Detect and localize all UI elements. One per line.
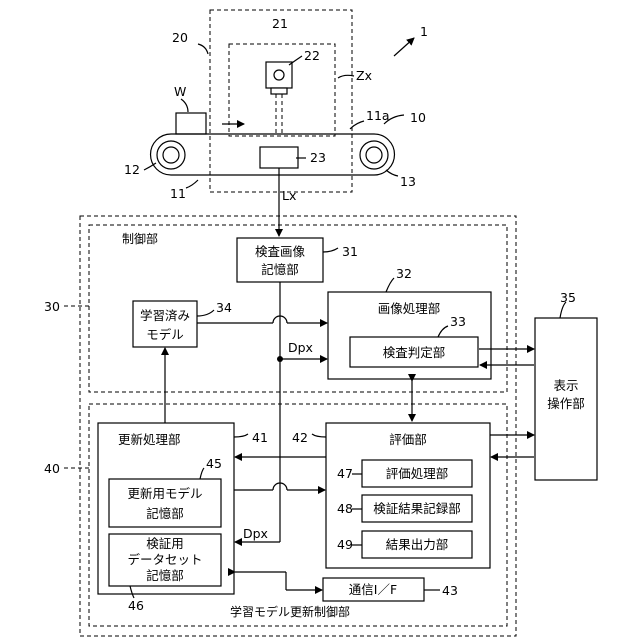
ref-23: 23 xyxy=(310,150,326,165)
label-w: W xyxy=(174,84,186,99)
update-processing-label: 更新処理部 xyxy=(118,432,181,447)
ref-40: 40 xyxy=(44,461,60,476)
workpiece xyxy=(176,113,206,134)
inspection-image-storage-line2: 記憶部 xyxy=(261,262,299,277)
ref-42: 42 xyxy=(292,430,308,445)
ref-43: 43 xyxy=(442,583,458,598)
update-model-storage-line1: 更新用モデル xyxy=(127,486,202,501)
ref-32: 32 xyxy=(396,266,412,281)
label-dpx-bottom: Dpx xyxy=(243,526,268,541)
communication-interface-label: 通信I／F xyxy=(349,582,397,597)
update-model-storage-line2: 記憶部 xyxy=(146,506,184,521)
ref-22: 22 xyxy=(304,48,320,63)
verification-result-record-label: 検証結果記録部 xyxy=(373,501,461,516)
ref-34: 34 xyxy=(216,300,232,315)
ref-41: 41 xyxy=(252,430,268,445)
ref-20: 20 xyxy=(172,30,188,45)
image-processing-label: 画像処理部 xyxy=(378,301,441,316)
ref-10: 10 xyxy=(410,110,426,125)
control-unit-label: 制御部 xyxy=(122,231,158,246)
learned-model-line2: モデル xyxy=(146,327,184,342)
inspection-judgment-label: 検査判定部 xyxy=(383,345,446,360)
ref-11a: 11a xyxy=(366,108,390,123)
ref-49: 49 xyxy=(337,537,353,552)
camera-body xyxy=(266,62,292,88)
evaluation-processing-label: 評価処理部 xyxy=(386,466,449,481)
learning-update-label: 学習モデル更新制御部 xyxy=(230,604,350,619)
conveyor-section: 1 20 21 22 Zx W 10 11a 23 12 13 11 Lx xyxy=(124,10,428,236)
ref-31: 31 xyxy=(342,244,358,259)
inspection-image-storage-line1: 検査画像 xyxy=(255,244,306,259)
ref-21: 21 xyxy=(272,16,288,31)
learning-update-section: 学習モデル更新制御部 40 更新処理部 41 更新用モデル 記憶部 45 検証用… xyxy=(44,348,534,626)
camera-light xyxy=(271,88,287,94)
verification-dataset-line2: データセット xyxy=(127,552,202,567)
ref-45: 45 xyxy=(206,456,222,471)
ref-35: 35 xyxy=(560,290,576,305)
image-capture-unit xyxy=(260,147,298,168)
ref-13: 13 xyxy=(400,174,416,189)
label-dpx-top: Dpx xyxy=(288,340,313,355)
ref-48: 48 xyxy=(337,501,353,516)
ref-11: 11 xyxy=(170,186,186,201)
label-lx: Lx xyxy=(282,188,296,203)
ref-33: 33 xyxy=(450,314,466,329)
verification-dataset-line3: 記憶部 xyxy=(146,568,184,583)
label-zx: Zx xyxy=(356,68,372,83)
evaluation-label: 評価部 xyxy=(389,432,427,447)
ref-12: 12 xyxy=(124,162,140,177)
verification-dataset-line1: 検証用 xyxy=(146,536,184,551)
ref-30: 30 xyxy=(44,299,60,314)
result-output-label: 結果出力部 xyxy=(386,537,449,552)
display-operation-line1: 表示 xyxy=(553,378,578,393)
ref-1: 1 xyxy=(420,24,428,39)
learned-model-line1: 学習済み xyxy=(140,308,190,323)
ref-47: 47 xyxy=(337,466,353,481)
ref-46: 46 xyxy=(128,598,144,613)
display-operation-line2: 操作部 xyxy=(547,396,585,411)
